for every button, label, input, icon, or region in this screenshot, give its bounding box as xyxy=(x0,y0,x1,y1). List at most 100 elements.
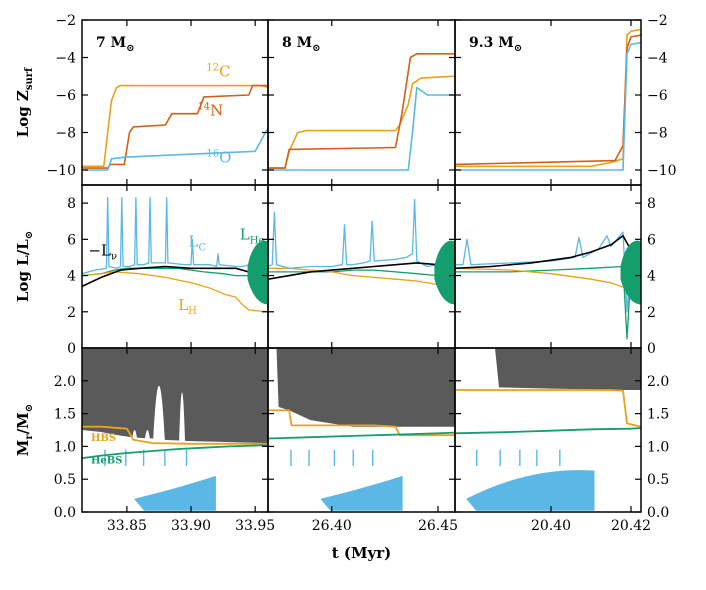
convective-envelope-col1 xyxy=(82,348,268,444)
panel-title-col2: 8 M⊙ xyxy=(282,35,321,54)
line-LC-col2 xyxy=(268,198,455,269)
panel-content-2-2 xyxy=(455,348,641,511)
ylabel-tail-3: /M xyxy=(14,412,32,434)
ytick-label-left-0: −10 xyxy=(46,163,76,179)
panel-title-main-2: 8 M xyxy=(282,35,312,51)
line-14N-col2 xyxy=(268,52,455,169)
label-O-col1: 16O xyxy=(206,149,231,167)
xtick-label-col3-1: 20.42 xyxy=(611,518,651,534)
convective-envelope-col3 xyxy=(455,348,641,390)
panel-top-3: −10 −8 −6 −4 −2 9.3 M⊙ xyxy=(454,13,677,186)
convective-shell-col3 xyxy=(466,470,595,511)
line-LHe-col2 xyxy=(268,269,455,279)
panel-title-sub-2: ⊙ xyxy=(312,43,320,54)
ylabel-row1: Log Zsurf xyxy=(14,67,35,137)
label-N-tail: N xyxy=(210,102,223,120)
panel-title-sub-3: ⊙ xyxy=(514,43,522,54)
panel-content-2-1 xyxy=(268,348,455,511)
line-12C-col1 xyxy=(82,84,268,168)
ytick-label-right-2: 0.0 xyxy=(647,505,669,521)
panel-content-1-2 xyxy=(455,231,641,340)
label-C-col1: 12C xyxy=(206,62,230,80)
label-C-sup: 12 xyxy=(206,62,219,73)
ytick-label-right-0: −6 xyxy=(647,88,668,104)
ytick-label-left-2: 0.5 xyxy=(54,472,76,488)
label-N-col1: 14N xyxy=(197,102,223,120)
conv-gap-1 xyxy=(144,430,151,444)
convective-envelope-col2 xyxy=(268,348,455,427)
label-O-tail: O xyxy=(219,149,231,167)
line-LH-col2 xyxy=(268,267,455,288)
ytick-label-right-0: −8 xyxy=(647,126,668,142)
label-mid-3-main: L xyxy=(178,296,188,314)
line-hebs-col3 xyxy=(455,427,641,435)
convective-shell-col1 xyxy=(134,475,216,511)
ylabel-main-1: Log Z xyxy=(14,90,32,137)
ytick-label-left-2: 1.5 xyxy=(54,407,76,423)
lhe-oscillation-block-col2 xyxy=(434,240,455,305)
line-LC-col1 xyxy=(82,197,268,275)
panel-content-0-0 xyxy=(82,84,268,171)
panel-title-sub-1: ⊙ xyxy=(126,43,134,54)
ytick-label-right-1: 6 xyxy=(647,232,656,248)
ytick-label-left-1: 8 xyxy=(67,196,76,212)
ytick-label-left-2: 0.0 xyxy=(54,505,76,521)
line-Lnu-col3 xyxy=(455,234,641,270)
panel-content-1-0 xyxy=(82,197,268,313)
label-O-sup: 16 xyxy=(206,149,219,160)
lhe-oscillation-block-col1 xyxy=(247,240,268,305)
ytick-label-left-1: 6 xyxy=(67,232,76,248)
panel-content-2-0 xyxy=(82,348,268,511)
conv-gap-2 xyxy=(152,385,165,444)
ytick-label-right-1: 2 xyxy=(647,305,656,321)
xtick-label-col1-1: 33.90 xyxy=(171,518,211,534)
xtick-label-col2-0: 26.40 xyxy=(312,518,352,534)
label-mid-1-sub: C xyxy=(198,243,206,254)
ytick-label-left-0: −4 xyxy=(55,51,76,67)
label-mid-2-main: L xyxy=(240,225,250,243)
label-mid-0-col1: −Lν xyxy=(88,242,117,263)
label-mid-3-sub: H xyxy=(188,306,197,317)
panel-frame-2-2 xyxy=(454,347,642,513)
line-LHe-col1 xyxy=(82,267,268,280)
line-hebs-col1 xyxy=(82,444,268,460)
label-mid-0-sub: ν xyxy=(111,252,117,263)
xlabel: t (Myr) xyxy=(332,544,392,562)
conv-gap-3 xyxy=(179,392,186,444)
line-16O-col2 xyxy=(268,86,455,171)
line-14N-col1 xyxy=(82,84,268,169)
lhe-oscillation-block-col3 xyxy=(620,240,641,305)
ytick-label-right-1: 4 xyxy=(647,269,656,285)
line-12C-col2 xyxy=(268,75,455,169)
label-C-tail: C xyxy=(219,62,230,80)
label-mid-2-col1: LHe xyxy=(240,225,265,246)
ytick-label-right-2: 1.5 xyxy=(647,407,669,423)
ytick-label-right-0: −4 xyxy=(647,51,668,67)
ytick-label-right-0: −2 xyxy=(647,13,668,29)
ylabel-sub-3: r xyxy=(24,434,35,440)
ytick-label-left-0: −8 xyxy=(55,126,76,142)
ylabel-row2: Log L/L⊙ xyxy=(14,231,35,302)
panel-bottom-2: 26.40 26.45 xyxy=(267,347,458,534)
panel-top-2: 8 M⊙ xyxy=(267,19,456,186)
ytick-label-left-1: 4 xyxy=(67,269,76,285)
panel-title-col3: 9.3 M⊙ xyxy=(469,35,522,54)
ylabel-sub-2: ⊙ xyxy=(24,231,35,239)
ytick-label-right-0: −10 xyxy=(647,163,677,179)
panel-content-1-1 xyxy=(268,198,455,305)
label-mid-2-sub: He xyxy=(250,235,265,246)
ylabel-row3: Mr/M⊙ xyxy=(14,404,35,456)
xtick-label-col1-0: 33.85 xyxy=(107,518,147,534)
ytick-label-right-2: 2.0 xyxy=(647,374,669,390)
ytick-label-right-2: 1.0 xyxy=(647,439,669,455)
label-mid-1-main: L xyxy=(188,233,198,251)
line-14N-col3 xyxy=(455,34,641,166)
ytick-label-right-1: 0 xyxy=(647,341,656,357)
ylabel-sub-1: surf xyxy=(24,67,35,90)
xtick-label-col2-1: 26.45 xyxy=(418,518,458,534)
ylabel-sub2-3: ⊙ xyxy=(24,404,35,412)
